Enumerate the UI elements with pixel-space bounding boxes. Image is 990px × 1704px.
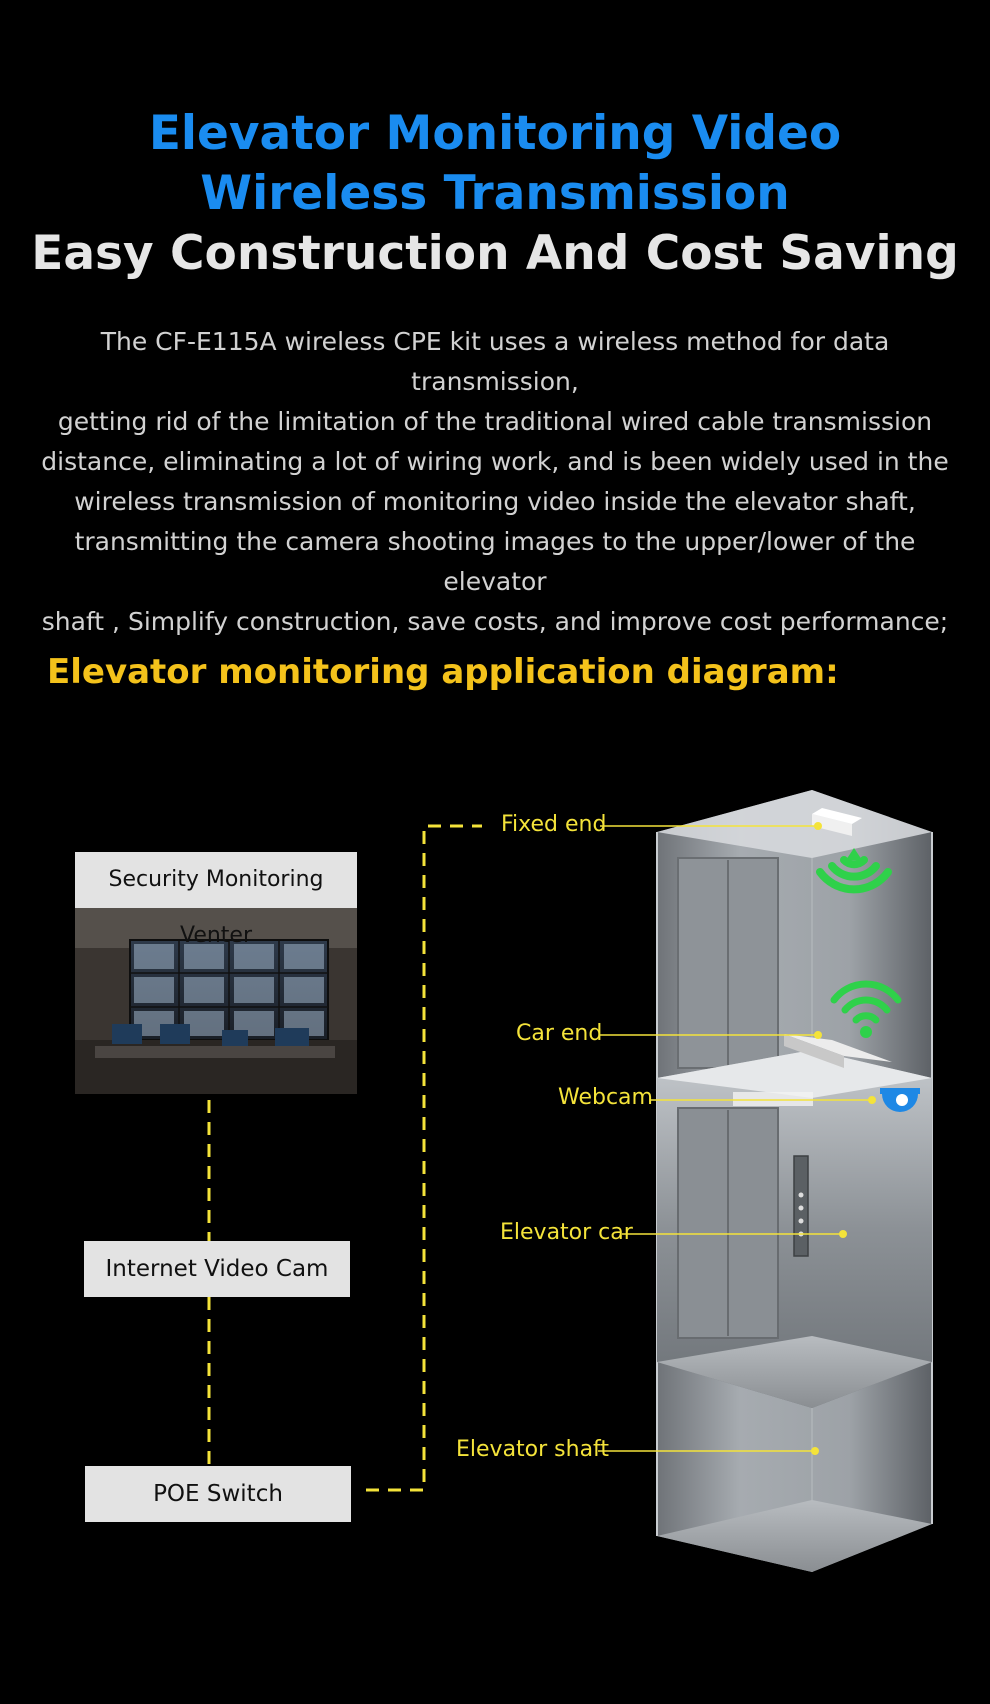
security-center-label: Security Monitoring Venter	[75, 852, 357, 948]
description-line: distance, eliminating a lot of wiring wo…	[41, 447, 949, 476]
wifi-signal-icon	[816, 848, 892, 894]
fixed-end-cpe-device	[812, 814, 852, 836]
description-line: transmitting the camera shooting images …	[74, 527, 916, 596]
dashed-line-switch-to-fixed-end	[366, 824, 482, 1492]
elevator-car-label: Elevator car	[500, 1220, 633, 1245]
description-line: getting rid of the limitation of the tra…	[57, 407, 933, 436]
description-line: wireless transmission of monitoring vide…	[74, 487, 916, 516]
poe-switch-box: POE Switch	[85, 1466, 351, 1522]
connection-lines	[207, 824, 482, 1492]
elevator-car-floor	[657, 1336, 932, 1408]
dome-camera-icon	[880, 1088, 920, 1112]
internet-video-cam-box: Internet Video Cam	[84, 1241, 350, 1297]
callout-dots	[811, 822, 876, 1455]
control-room-image	[75, 908, 357, 1094]
shaft-pit-floor	[657, 1500, 932, 1572]
webcam-label: Webcam	[558, 1085, 653, 1110]
elevator-shaft-label: Elevator shaft	[456, 1437, 610, 1462]
wifi-signal-icon	[830, 980, 902, 1038]
title-line-2: Wireless Transmission	[200, 166, 790, 221]
section-title: Elevator monitoring application diagram:	[47, 652, 839, 692]
title-line-1: Elevator Monitoring Video	[148, 106, 842, 161]
fixed-end-label: Fixed end	[501, 812, 607, 837]
description-line: The CF-E115A wireless CPE kit uses a wir…	[100, 327, 890, 396]
shaft-top	[657, 790, 932, 858]
car-end-cpe-device	[784, 1034, 892, 1062]
callout-lines	[598, 825, 872, 1452]
elevator-car-roof	[657, 1050, 932, 1098]
description-line: shaft , Simplify construction, save cost…	[41, 607, 949, 636]
car-end-label: Car end	[516, 1021, 603, 1046]
description: The CF-E115A wireless CPE kit uses a wir…	[40, 322, 950, 642]
subtitle: Easy Construction And Cost Saving	[31, 226, 959, 281]
